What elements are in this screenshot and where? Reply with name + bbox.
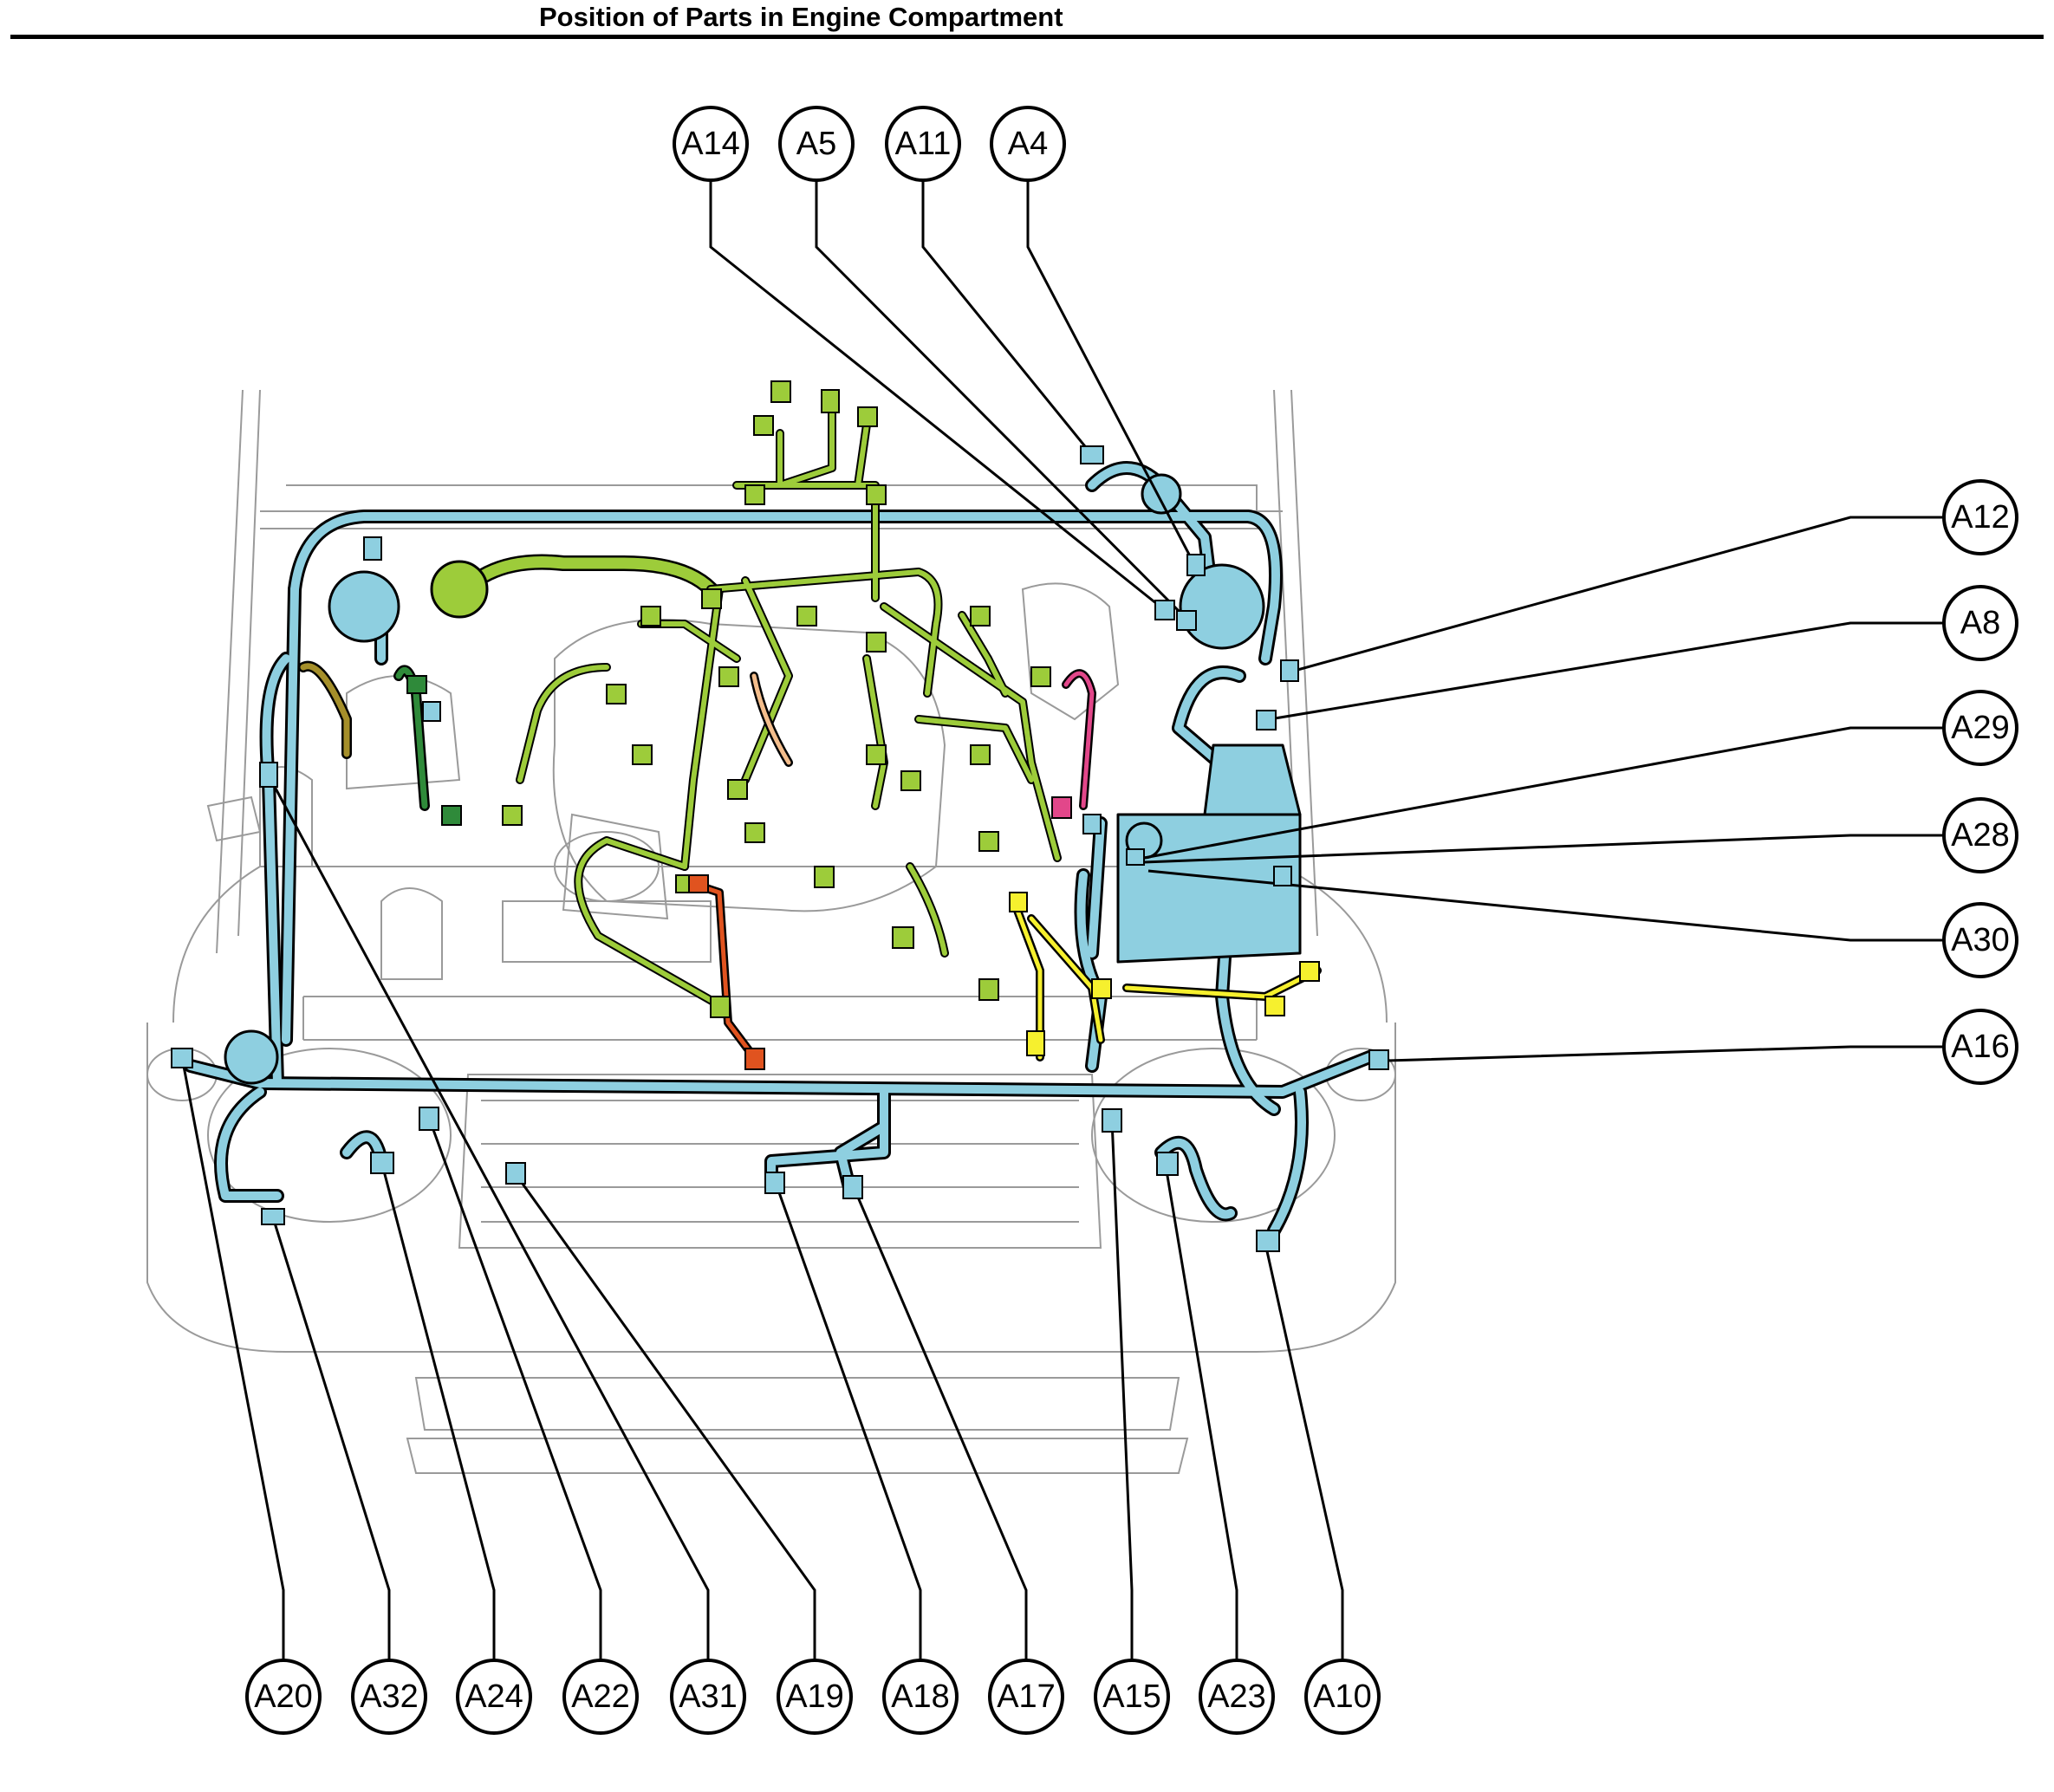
callout-a23: A23 — [1199, 1659, 1275, 1735]
leader-lines — [180, 181, 1944, 1659]
callout-a30-label: A30 — [1951, 922, 2010, 958]
callout-a19-label: A19 — [785, 1678, 844, 1715]
callout-a10-label: A10 — [1313, 1678, 1372, 1715]
callout-a17-label: A17 — [997, 1678, 1056, 1715]
connectors — [171, 380, 1389, 1252]
callout-a20: A20 — [245, 1659, 322, 1735]
connector-a17 — [842, 1175, 863, 1199]
callout-a18-label: A18 — [891, 1678, 950, 1715]
callout-a18: A18 — [882, 1659, 959, 1735]
callout-a14-label: A14 — [681, 126, 740, 162]
callout-a12-label: A12 — [1951, 499, 2010, 536]
connector-a10 — [1256, 1230, 1280, 1252]
callout-a31: A31 — [670, 1659, 746, 1735]
callout-a23-label: A23 — [1207, 1678, 1266, 1715]
callout-a10: A10 — [1304, 1659, 1381, 1735]
connector-a15 — [1102, 1108, 1122, 1133]
callout-a32-label: A32 — [360, 1678, 419, 1715]
connector-a12 — [1280, 659, 1299, 682]
callout-a4-label: A4 — [1008, 126, 1048, 162]
callout-a22-label: A22 — [571, 1678, 630, 1715]
connector-a18 — [764, 1172, 785, 1194]
callout-a24: A24 — [456, 1659, 532, 1735]
connector-a19 — [505, 1162, 526, 1185]
connector-a11 — [1080, 445, 1104, 464]
callout-a5-label: A5 — [796, 126, 836, 162]
connector-a8 — [1256, 710, 1277, 730]
connector-a23 — [1156, 1152, 1179, 1176]
callout-a30: A30 — [1942, 902, 2018, 978]
title-rule — [10, 35, 2044, 39]
callout-a16-label: A16 — [1951, 1029, 2010, 1065]
callouts: A14 A5 A11 A4 A12 A8 A29 A28 — [245, 106, 2018, 1735]
callout-a12: A12 — [1942, 479, 2018, 555]
callout-a19: A19 — [777, 1659, 853, 1735]
callout-a22: A22 — [562, 1659, 639, 1735]
callout-a11-label: A11 — [895, 126, 952, 162]
callout-a20-label: A20 — [254, 1678, 313, 1715]
callout-a15: A15 — [1094, 1659, 1170, 1735]
callout-a5: A5 — [778, 106, 855, 182]
engine-harness — [298, 403, 1062, 1010]
callout-a11: A11 — [885, 106, 961, 182]
callout-a29: A29 — [1942, 690, 2018, 766]
page-title: Position of Parts in Engine Compartment — [539, 2, 1063, 32]
callout-a24-label: A24 — [465, 1678, 523, 1715]
connector-a16 — [1368, 1049, 1389, 1070]
connector-a4 — [1186, 554, 1206, 576]
connector-a20 — [171, 1048, 193, 1068]
callout-a15-label: A15 — [1102, 1678, 1161, 1715]
connector-a5 — [1176, 610, 1197, 631]
connector-a24 — [370, 1152, 394, 1174]
callout-a32: A32 — [351, 1659, 427, 1735]
callout-a16: A16 — [1942, 1009, 2018, 1085]
callout-a31-label: A31 — [679, 1678, 738, 1715]
connector-a14 — [1154, 600, 1175, 620]
connector-a32 — [261, 1208, 285, 1225]
callout-a4: A4 — [990, 106, 1066, 182]
connector-a29 — [1126, 848, 1145, 866]
callout-a17: A17 — [988, 1659, 1064, 1735]
connector-a22 — [419, 1107, 439, 1131]
callout-a8: A8 — [1942, 585, 2018, 661]
connector-a31 — [259, 762, 278, 788]
callout-a28: A28 — [1942, 797, 2018, 873]
callout-a28-label: A28 — [1951, 817, 2010, 854]
callout-a8-label: A8 — [1960, 605, 2000, 641]
callout-a29-label: A29 — [1951, 710, 2010, 746]
callout-a14: A14 — [673, 106, 749, 182]
